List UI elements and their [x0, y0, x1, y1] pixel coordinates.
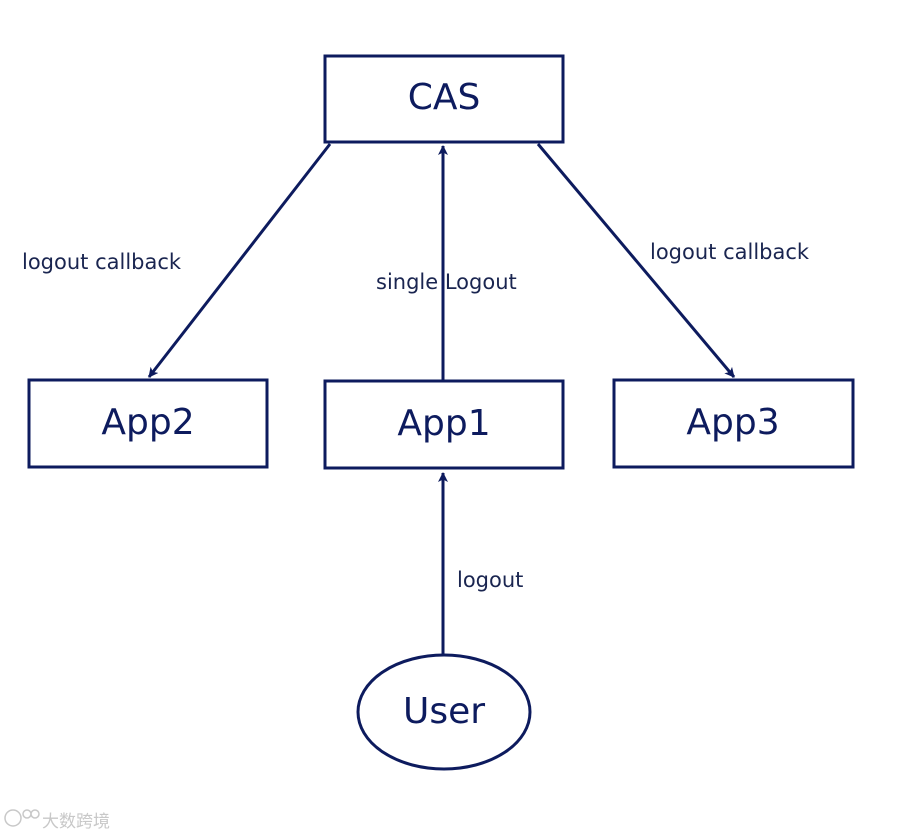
edge-cas-to-app2: [147, 143, 332, 378]
node-app1-label: App1: [397, 403, 490, 444]
edge-label-logout-callback-right: logout callback: [650, 240, 810, 264]
node-app1: App1: [323, 379, 565, 470]
watermark-logo-icon: [4, 809, 40, 827]
node-user: User: [356, 653, 532, 771]
node-app3: App3: [612, 378, 855, 469]
node-cas-label: CAS: [408, 77, 481, 118]
node-app2-label: App2: [101, 402, 194, 443]
edge-label-single-logout: single Logout: [376, 270, 517, 294]
watermark-text: 大数跨境: [42, 812, 110, 832]
edge-label-logout-callback-left: logout callback: [22, 250, 182, 274]
edge-cas-to-app3: [536, 143, 736, 378]
node-cas: CAS: [323, 54, 565, 144]
node-app3-label: App3: [686, 402, 779, 443]
node-app2: App2: [27, 378, 269, 469]
node-user-label: User: [403, 691, 485, 732]
watermark: 大数跨境: [4, 809, 110, 832]
edge-label-logout: logout: [457, 568, 523, 592]
